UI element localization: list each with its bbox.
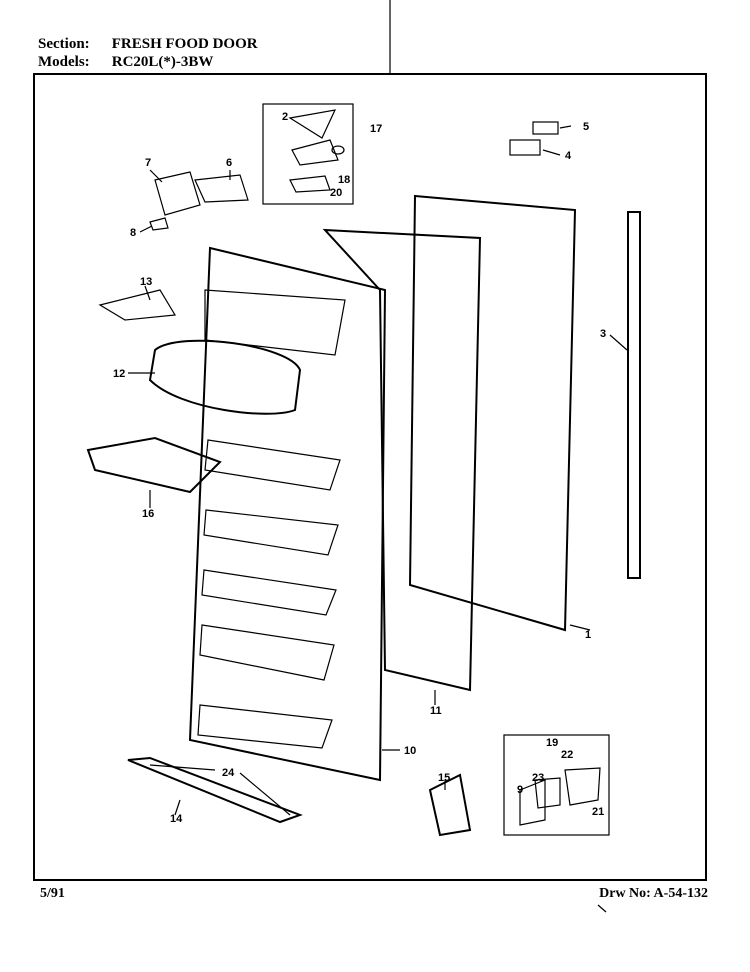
- callout-12: 12: [113, 368, 125, 380]
- callout-5: 5: [583, 121, 589, 133]
- callout-20: 20: [330, 187, 342, 199]
- dairy-door-cover: [148, 339, 302, 415]
- hinge-bracket-part: [289, 175, 331, 193]
- door-shelf-1: [204, 439, 341, 491]
- callout-4: 4: [565, 150, 572, 162]
- models-label: Models:: [38, 54, 90, 70]
- callout-1: 1: [585, 629, 591, 641]
- hinge-plate-part: [291, 139, 339, 166]
- outer-door-panel: [408, 194, 577, 632]
- callout-10: 10: [404, 745, 416, 757]
- callout-23: 23: [532, 772, 544, 784]
- callout-2: 2: [282, 111, 288, 123]
- callout-24: 24: [222, 767, 235, 779]
- models-heading: Models: RC20L(*)-3BW: [38, 54, 213, 71]
- door-shelf-3: [201, 569, 337, 616]
- section-value: FRESH FOOD DOOR: [111, 36, 258, 52]
- stray-mark: [597, 904, 607, 913]
- hinge-assembly-part: [154, 171, 201, 216]
- screw-part: [149, 217, 169, 231]
- section-heading: Section: FRESH FOOD DOOR: [38, 36, 258, 53]
- callout-7: 7: [145, 157, 151, 169]
- tray-bracket: [98, 289, 177, 321]
- section-label: Section:: [38, 36, 90, 52]
- callout-8: 8: [130, 227, 136, 239]
- callout-11: 11: [430, 705, 442, 717]
- door-shelf-5: [197, 704, 333, 749]
- hinge-inset-box: [262, 103, 354, 205]
- callout-6: 6: [226, 157, 232, 169]
- drawing-number: Drw No: A-54-132: [599, 886, 708, 901]
- callout-3: 3: [600, 328, 606, 340]
- bottom-hinge: [428, 773, 472, 837]
- bushing-part: [331, 145, 345, 155]
- egg-tray: [86, 436, 222, 494]
- door-gasket: [322, 228, 482, 692]
- bottom-hinge-plate: [564, 767, 601, 806]
- spacer-part: [534, 777, 561, 809]
- door-shelf-4: [199, 624, 335, 681]
- drawing-date: 5/91: [40, 886, 65, 901]
- callout-19: 19: [546, 737, 558, 749]
- door-liner: [188, 246, 387, 782]
- bottom-hinge-inset-box: [503, 734, 610, 836]
- callout-9: 9: [517, 784, 523, 796]
- callout-22: 22: [561, 749, 573, 761]
- callout-17: 17: [370, 123, 382, 135]
- cover-part: [532, 121, 559, 135]
- bottom-bracket: [127, 756, 303, 824]
- callout-13: 13: [140, 276, 152, 288]
- door-handle-strip: [627, 211, 641, 579]
- upper-compartment: [204, 289, 346, 356]
- models-value: RC20L(*)-3BW: [111, 54, 214, 70]
- hinge-cam-part: [288, 109, 337, 139]
- door-shelf-2: [203, 509, 339, 556]
- callout-14: 14: [170, 813, 183, 825]
- cam-part: [519, 779, 546, 826]
- hinge-pin-part: [194, 174, 249, 203]
- trim-part: [509, 139, 541, 156]
- callout-16: 16: [142, 508, 154, 520]
- diagram-frame: [33, 73, 707, 881]
- callout-15: 15: [438, 772, 450, 784]
- callout-21: 21: [592, 806, 604, 818]
- callout-18: 18: [338, 174, 350, 186]
